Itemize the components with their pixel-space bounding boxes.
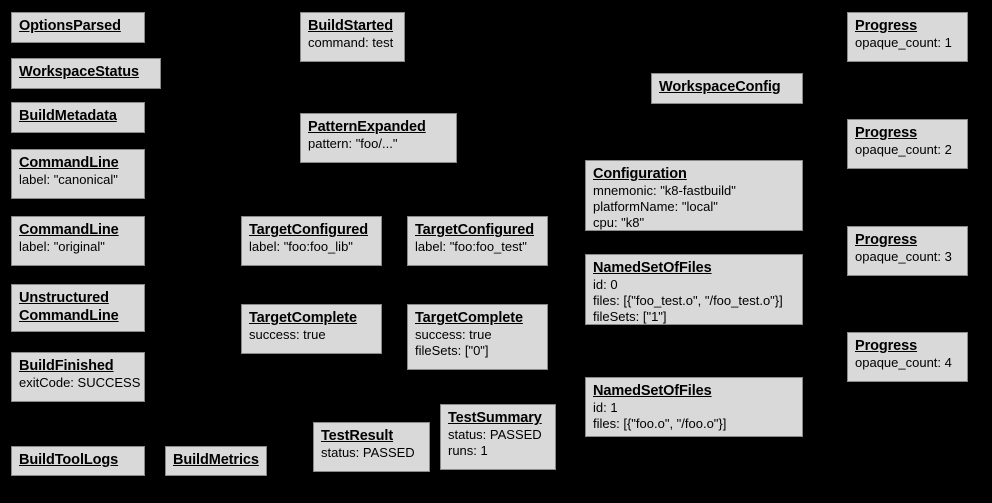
- node-title: TargetComplete: [249, 310, 357, 326]
- node-unstructured-command-line[interactable]: Unstructured CommandLine: [11, 284, 145, 332]
- node-field: status: PASSED: [448, 427, 542, 442]
- node-field: fileSets: ["0"]: [415, 343, 489, 358]
- node-field: pattern: "foo/...": [308, 136, 398, 151]
- node-field: opaque_count: 4: [855, 355, 952, 370]
- node-field: status: PASSED: [321, 445, 415, 460]
- node-field: label: "foo:foo_test": [415, 239, 527, 254]
- node-field: platformName: "local": [593, 199, 718, 214]
- node-field: success: true: [415, 327, 492, 342]
- node-title: NamedSetOfFiles: [593, 260, 712, 276]
- node-title: WorkspaceStatus: [19, 64, 139, 80]
- node-field: files: [{"foo_test.o", "/foo_test.o"}]: [593, 293, 783, 308]
- node-title: Unstructured CommandLine: [19, 290, 119, 324]
- node-field: opaque_count: 2: [855, 142, 952, 157]
- node-title: BuildMetrics: [173, 452, 259, 468]
- node-title: CommandLine: [19, 155, 119, 171]
- node-field: runs: 1: [448, 443, 488, 458]
- node-title: Configuration: [593, 166, 687, 182]
- node-title: Progress: [855, 338, 918, 354]
- node-field: success: true: [249, 327, 326, 342]
- node-title: BuildFinished: [19, 358, 114, 374]
- node-field: id: 1: [593, 400, 618, 415]
- node-field: label: "canonical": [19, 172, 118, 187]
- node-title: BuildStarted: [308, 18, 394, 34]
- node-build-metadata[interactable]: BuildMetadata: [11, 102, 145, 133]
- node-field: label: "foo:foo_lib": [249, 239, 353, 254]
- node-build-tool-logs[interactable]: BuildToolLogs: [11, 446, 145, 476]
- node-title: TestSummary: [448, 410, 542, 426]
- node-title: Progress: [855, 232, 918, 248]
- node-workspace-status[interactable]: WorkspaceStatus: [11, 58, 161, 89]
- node-title: WorkspaceConfig: [659, 79, 781, 95]
- node-field: command: test: [308, 35, 394, 50]
- node-title: CommandLine: [19, 222, 119, 238]
- node-title: Progress: [855, 18, 918, 34]
- node-build-metrics[interactable]: BuildMetrics: [165, 446, 267, 476]
- node-title: BuildMetadata: [19, 108, 117, 124]
- node-title: TargetConfigured: [415, 222, 534, 238]
- node-title: TestResult: [321, 428, 394, 444]
- node-field: label: "original": [19, 239, 105, 254]
- node-workspace-config[interactable]: WorkspaceConfig: [651, 73, 803, 104]
- node-title: NamedSetOfFiles: [593, 383, 712, 399]
- node-field: opaque_count: 3: [855, 249, 952, 264]
- node-title: BuildToolLogs: [19, 452, 119, 468]
- node-title: OptionsParsed: [19, 18, 121, 34]
- node-title: Progress: [855, 125, 918, 141]
- node-field: files: [{"foo.o", "/foo.o"}]: [593, 416, 727, 431]
- node-title: TargetConfigured: [249, 222, 368, 238]
- node-field: cpu: "k8": [593, 215, 645, 230]
- node-title: TargetComplete: [415, 310, 523, 326]
- node-field: fileSets: ["1"]: [593, 309, 667, 324]
- node-field: mnemonic: "k8-fastbuild": [593, 183, 736, 198]
- node-field: opaque_count: 1: [855, 35, 952, 50]
- node-title: PatternExpanded: [308, 119, 426, 135]
- node-field: exitCode: SUCCESS: [19, 375, 141, 390]
- node-options-parsed[interactable]: OptionsParsed: [11, 12, 145, 43]
- node-field: id: 0: [593, 277, 618, 292]
